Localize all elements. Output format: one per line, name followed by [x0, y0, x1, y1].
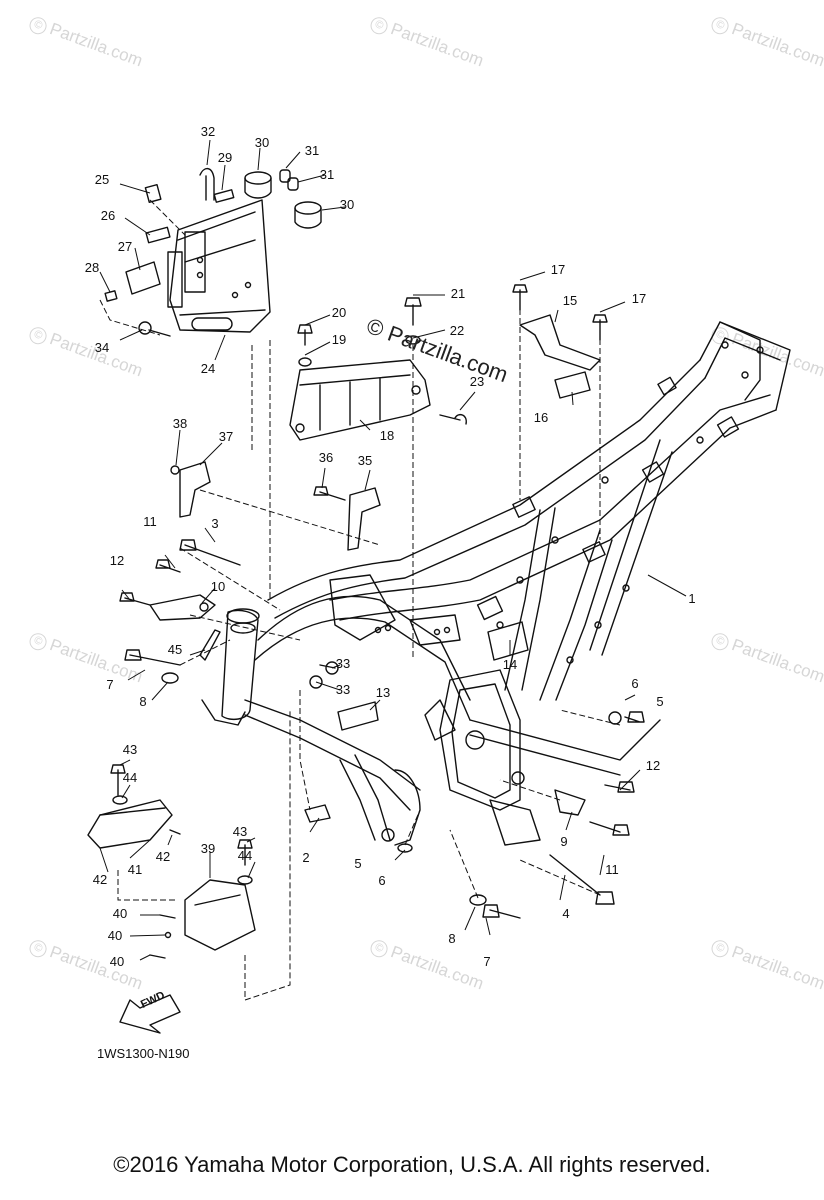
callout-17: 17 [551, 262, 565, 277]
callout-42: 42 [93, 872, 107, 887]
callout-40: 40 [108, 928, 122, 943]
callout-43: 43 [123, 742, 137, 757]
callout-42: 42 [156, 849, 170, 864]
callout-40: 40 [113, 906, 127, 921]
right-fasteners [304, 711, 645, 919]
callout-33: 33 [336, 682, 350, 697]
callout-38: 38 [173, 416, 187, 431]
callout-35: 35 [358, 453, 372, 468]
leader-lines [99, 199, 621, 1001]
callout-7: 7 [483, 954, 490, 969]
callout-6: 6 [378, 873, 385, 888]
callout-8: 8 [448, 931, 455, 946]
callout-11: 11 [143, 514, 157, 529]
callout-6: 6 [631, 676, 638, 691]
callout-13: 13 [376, 685, 390, 700]
callout-29: 29 [218, 150, 232, 165]
lower-guards [87, 764, 256, 959]
callout-4: 4 [562, 906, 569, 921]
callout-30: 30 [340, 197, 354, 212]
callout-30: 30 [255, 135, 269, 150]
callout-36: 36 [319, 450, 333, 465]
callout-19: 19 [332, 332, 346, 347]
callout-31: 31 [305, 143, 319, 158]
callout-2: 2 [302, 850, 309, 865]
fwd-arrow-icon [119, 994, 181, 1034]
callout-32: 32 [201, 124, 215, 139]
callout-20: 20 [332, 305, 346, 320]
callout-10: 10 [211, 579, 225, 594]
callout-34: 34 [95, 340, 109, 355]
callout-14: 14 [503, 657, 517, 672]
callout-31: 31 [320, 167, 334, 182]
part-35-38-brackets [170, 461, 381, 551]
callout-40: 40 [110, 954, 124, 969]
callout-15: 15 [563, 293, 577, 308]
upper-bracket-assembly [104, 167, 322, 337]
part-18-bracket [289, 297, 467, 441]
callout-37: 37 [219, 429, 233, 444]
callout-12: 12 [646, 758, 660, 773]
callout-5: 5 [656, 694, 663, 709]
callout-26: 26 [101, 208, 115, 223]
callout-21: 21 [451, 286, 465, 301]
callout-25: 25 [95, 172, 109, 187]
copyright-notice: ©2016 Yamaha Motor Corporation, U.S.A. A… [113, 1152, 711, 1177]
callout-8: 8 [139, 694, 146, 709]
lower-left-fasteners [119, 539, 339, 689]
callout-3: 3 [211, 516, 218, 531]
callout-45: 45 [168, 642, 182, 657]
callout-22: 22 [450, 323, 464, 338]
callout-leaders [99, 139, 687, 961]
part-13-14-pads [337, 621, 529, 731]
callout-1: 1 [688, 591, 695, 606]
part-15-16-17-brackets [512, 284, 608, 399]
callout-41: 41 [128, 862, 142, 877]
callout-9: 9 [560, 834, 567, 849]
callout-5: 5 [354, 856, 361, 871]
callout-44: 44 [238, 848, 252, 863]
callout-23: 23 [470, 374, 484, 389]
callout-43: 43 [233, 824, 247, 839]
callout-numbers: 1234556677889101111121213141516171718192… [85, 124, 696, 969]
callout-27: 27 [118, 239, 132, 254]
callout-39: 39 [201, 841, 215, 856]
callout-44: 44 [123, 770, 137, 785]
callout-33: 33 [336, 656, 350, 671]
callout-7: 7 [106, 677, 113, 692]
callout-16: 16 [534, 410, 548, 425]
diagram-code: 1WS1300-N190 [97, 1046, 190, 1061]
callout-18: 18 [380, 428, 394, 443]
callout-24: 24 [201, 361, 215, 376]
callout-28: 28 [85, 260, 99, 275]
callout-17: 17 [632, 291, 646, 306]
callout-11: 11 [605, 862, 619, 877]
callout-12: 12 [110, 553, 124, 568]
